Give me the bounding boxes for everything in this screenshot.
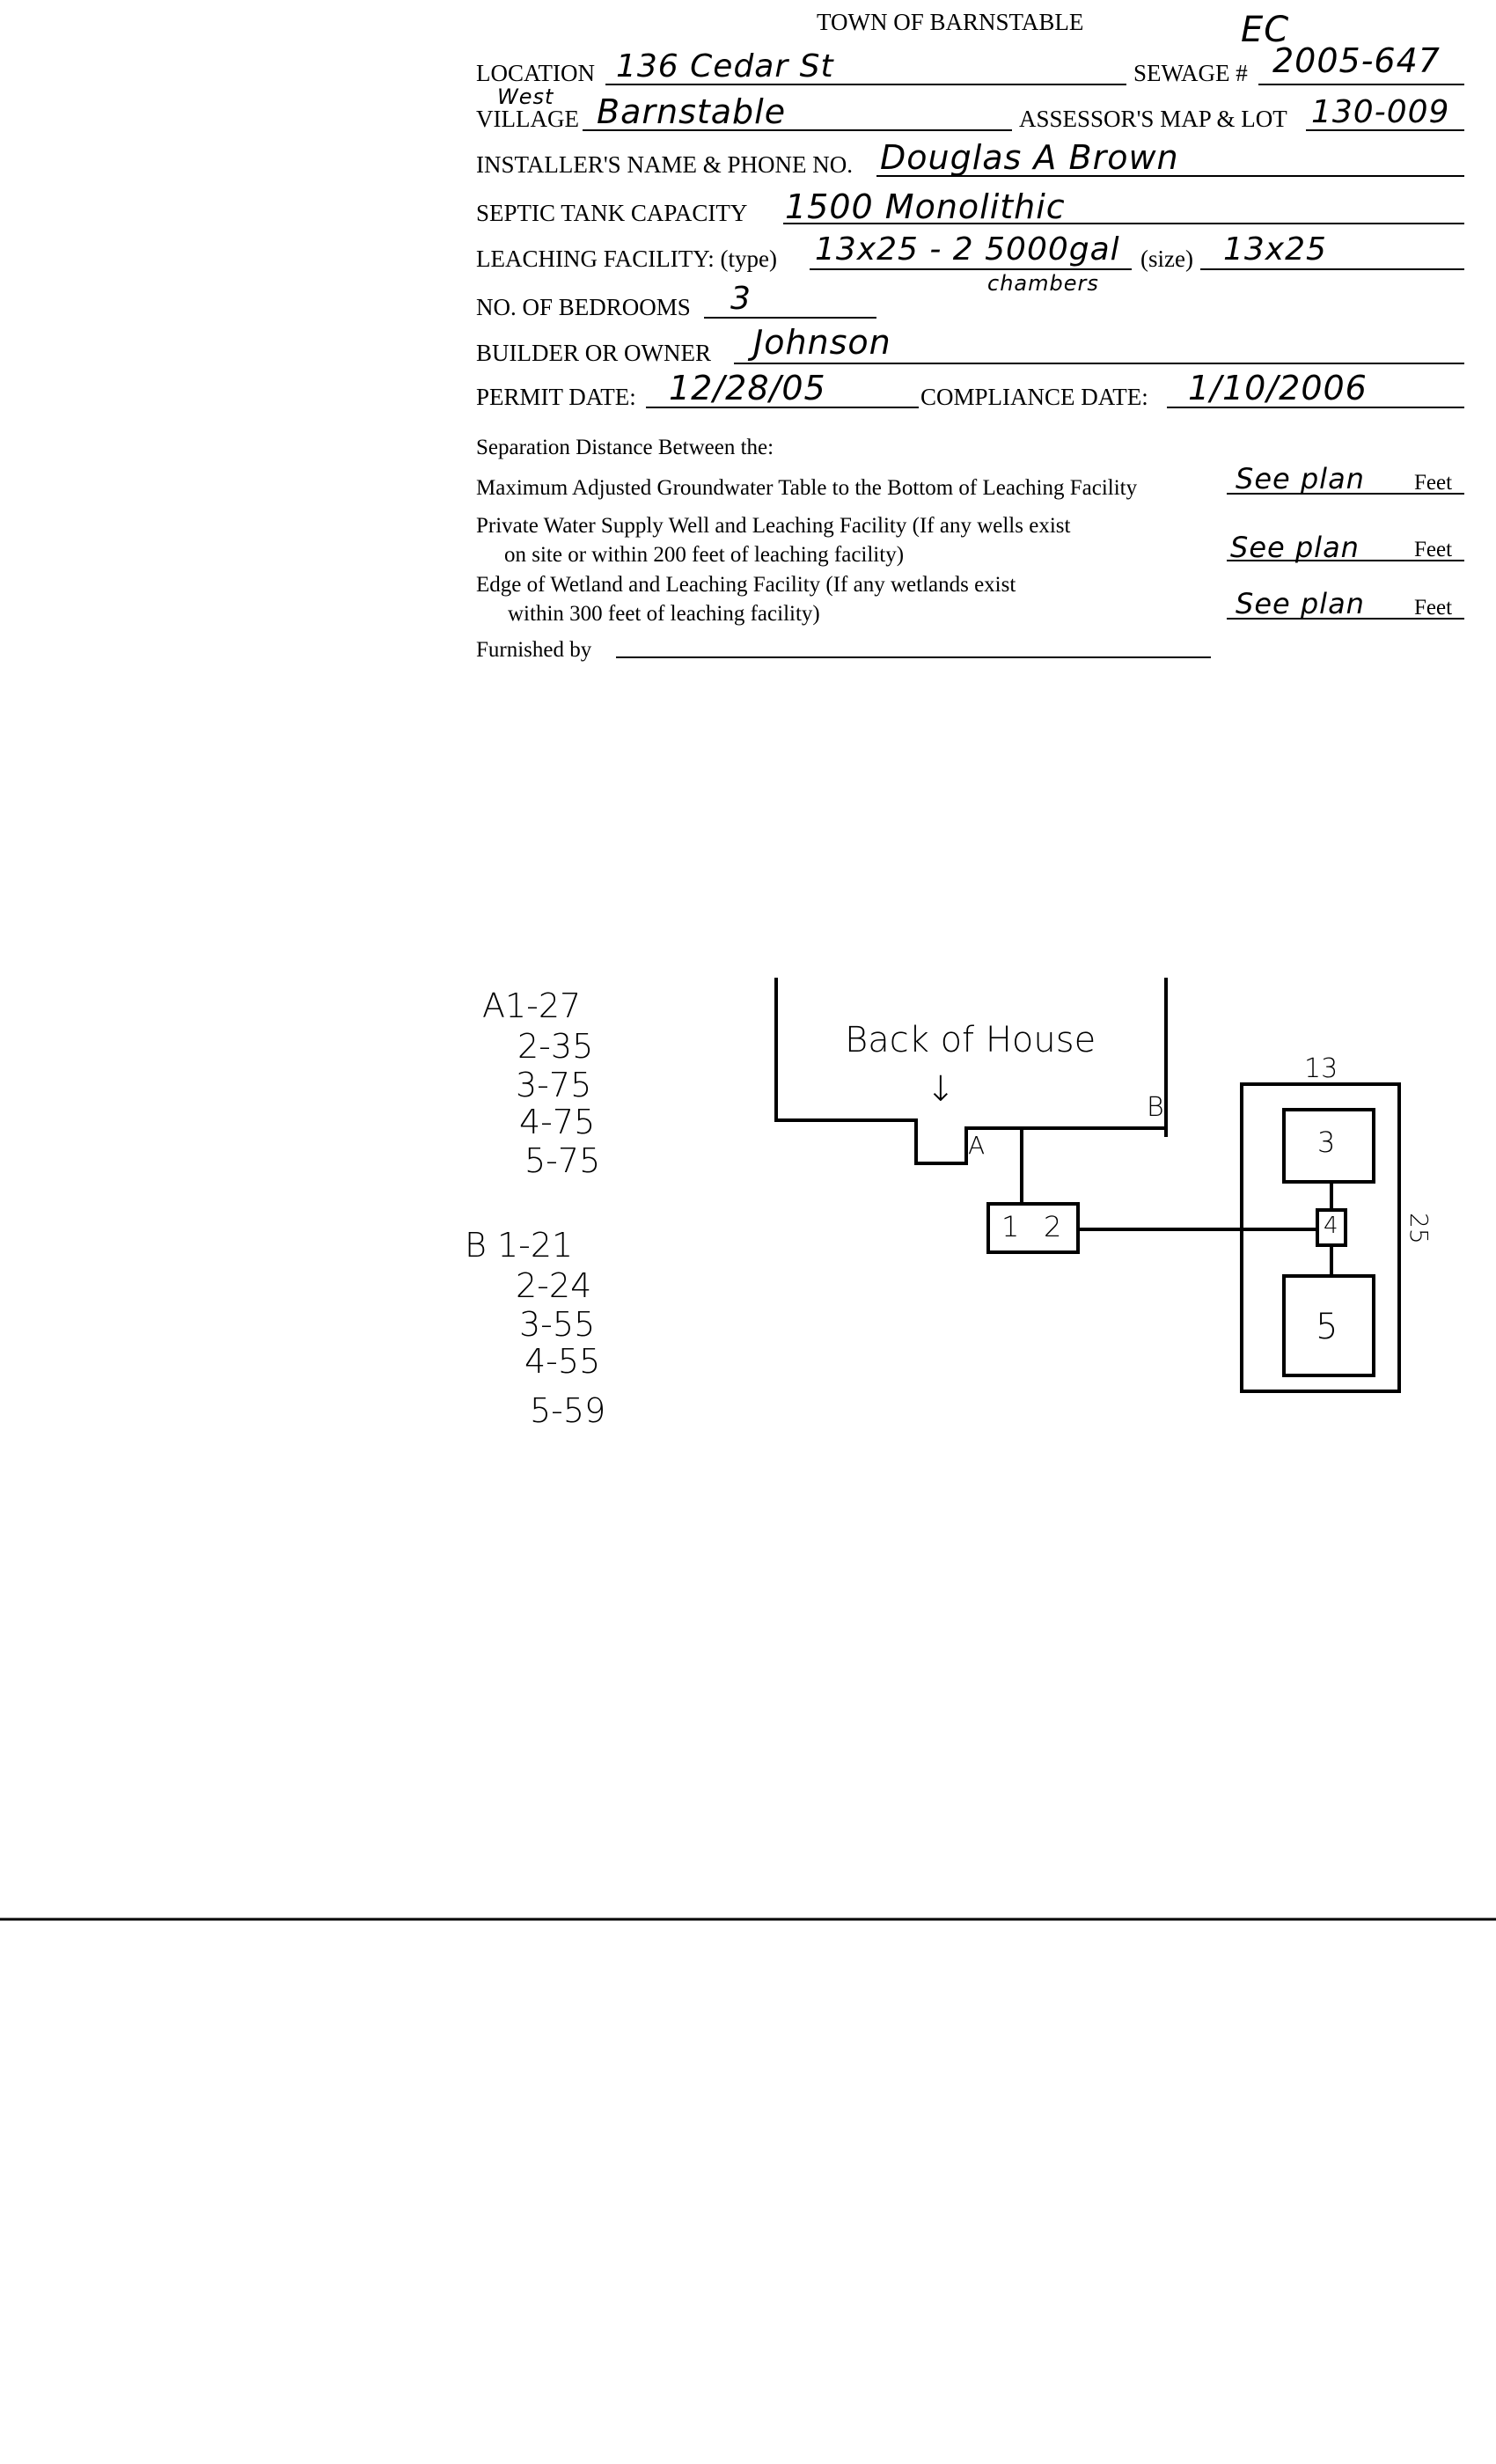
sep-wetland-line <box>1227 618 1464 620</box>
leaching-type-note: chambers <box>987 271 1099 296</box>
form-title: TOWN OF BARNSTABLE <box>817 9 1084 35</box>
reading-b3: 3-55 <box>519 1305 596 1344</box>
location-note: West <box>497 84 554 109</box>
owner-line <box>734 363 1464 364</box>
installer-line <box>876 175 1464 177</box>
septic-label: SEPTIC TANK CAPACITY <box>476 200 748 226</box>
furnished-label: Furnished by <box>476 638 592 662</box>
leaching-type-value: 13x25 - 2 5000gal <box>815 231 1120 268</box>
permit-value: 12/28/05 <box>669 369 826 407</box>
sewage-label: SEWAGE # <box>1133 60 1248 86</box>
size-value: 13x25 <box>1223 231 1327 268</box>
sep-well-line1: Private Water Supply Well and Leaching F… <box>476 514 1071 538</box>
sep-groundwater: Maximum Adjusted Groundwater Table to th… <box>476 476 1138 500</box>
chamber-3-label: 3 <box>1317 1126 1336 1159</box>
septic-value: 1500 Monolithic <box>785 187 1066 226</box>
sep-groundwater-value: See plan <box>1236 462 1365 495</box>
sep-wetland-value: See plan <box>1236 587 1365 620</box>
sep-wetland-line2: within 300 feet of leaching facility) <box>508 602 820 626</box>
compliance-line <box>1167 407 1464 408</box>
septic-line <box>783 223 1464 224</box>
reading-b5: 5-59 <box>530 1391 606 1430</box>
sep-groundwater-unit: Feet <box>1414 471 1453 495</box>
installer-label: INSTALLER'S NAME & PHONE NO. <box>476 151 853 178</box>
location-line <box>605 84 1126 85</box>
tank-box-2-label: 2 <box>1044 1210 1062 1243</box>
village-value: Barnstable <box>597 92 787 131</box>
reading-a2: 2-35 <box>517 1027 594 1066</box>
reading-a1: A1-27 <box>482 986 582 1025</box>
sep-wetland-unit: Feet <box>1414 596 1453 620</box>
map-lot-line <box>1306 129 1464 131</box>
size-line <box>1200 268 1464 270</box>
furnished-line <box>616 656 1211 658</box>
width-dimension: 13 <box>1304 1053 1338 1084</box>
bedrooms-value: 3 <box>730 281 752 317</box>
location-value: 136 Cedar St <box>616 48 834 84</box>
village-line <box>583 129 1012 131</box>
bedrooms-label: NO. OF BEDROOMS <box>476 294 691 320</box>
dbox-4-label: 4 <box>1324 1213 1338 1239</box>
point-a-label: A <box>968 1131 986 1160</box>
location-label: LOCATION <box>476 60 595 86</box>
chamber-5-label: 5 <box>1316 1307 1338 1347</box>
bedrooms-line <box>704 317 876 319</box>
owner-label: BUILDER OR OWNER <box>476 340 711 366</box>
point-b-label: B <box>1147 1092 1164 1123</box>
village-label: VILLAGE <box>476 106 579 132</box>
reading-b1: B 1-21 <box>465 1226 574 1265</box>
sewage-line <box>1258 84 1464 85</box>
map-lot-label: ASSESSOR'S MAP & LOT <box>1019 106 1287 132</box>
tank-box-1-label: 1 <box>1001 1210 1020 1243</box>
corner-mark: EC <box>1241 10 1290 50</box>
reading-b4: 4-55 <box>524 1342 601 1381</box>
sep-well-unit: Feet <box>1414 538 1453 561</box>
sep-well-line <box>1227 560 1464 561</box>
reading-a5: 5-75 <box>524 1141 601 1180</box>
chamber-3-box <box>1282 1108 1375 1184</box>
installer-value: Douglas A Brown <box>880 138 1179 177</box>
sep-groundwater-line <box>1227 493 1464 495</box>
length-dimension: 25 <box>1404 1213 1434 1244</box>
reading-a3: 3-75 <box>516 1066 592 1104</box>
sep-well-line2: on site or within 200 feet of leaching f… <box>504 543 905 567</box>
compliance-label: COMPLIANCE DATE: <box>920 384 1148 410</box>
owner-value: Johnson <box>753 323 891 362</box>
sep-wetland-line1: Edge of Wetland and Leaching Facility (I… <box>476 573 1016 597</box>
house-label: Back of House <box>845 1020 1096 1060</box>
sewage-value: 2005-647 <box>1272 41 1441 80</box>
permit-line <box>646 407 919 408</box>
map-lot-value: 130-009 <box>1311 94 1450 130</box>
house-arrow: ↓ <box>926 1069 956 1110</box>
leaching-type-line <box>810 268 1132 270</box>
reading-b2: 2-24 <box>516 1266 592 1305</box>
permit-label: PERMIT DATE: <box>476 384 636 410</box>
leaching-area-outline <box>1240 1082 1401 1393</box>
chamber-5-box <box>1282 1274 1375 1377</box>
reading-a4: 4-75 <box>519 1103 596 1141</box>
separation-heading: Separation Distance Between the: <box>476 436 774 459</box>
compliance-value: 1/10/2006 <box>1188 369 1368 407</box>
size-label: (size) <box>1140 246 1193 272</box>
house-outline <box>774 978 1166 1165</box>
sep-well-value: See plan <box>1230 531 1360 564</box>
leaching-label: LEACHING FACILITY: (type) <box>476 246 777 272</box>
